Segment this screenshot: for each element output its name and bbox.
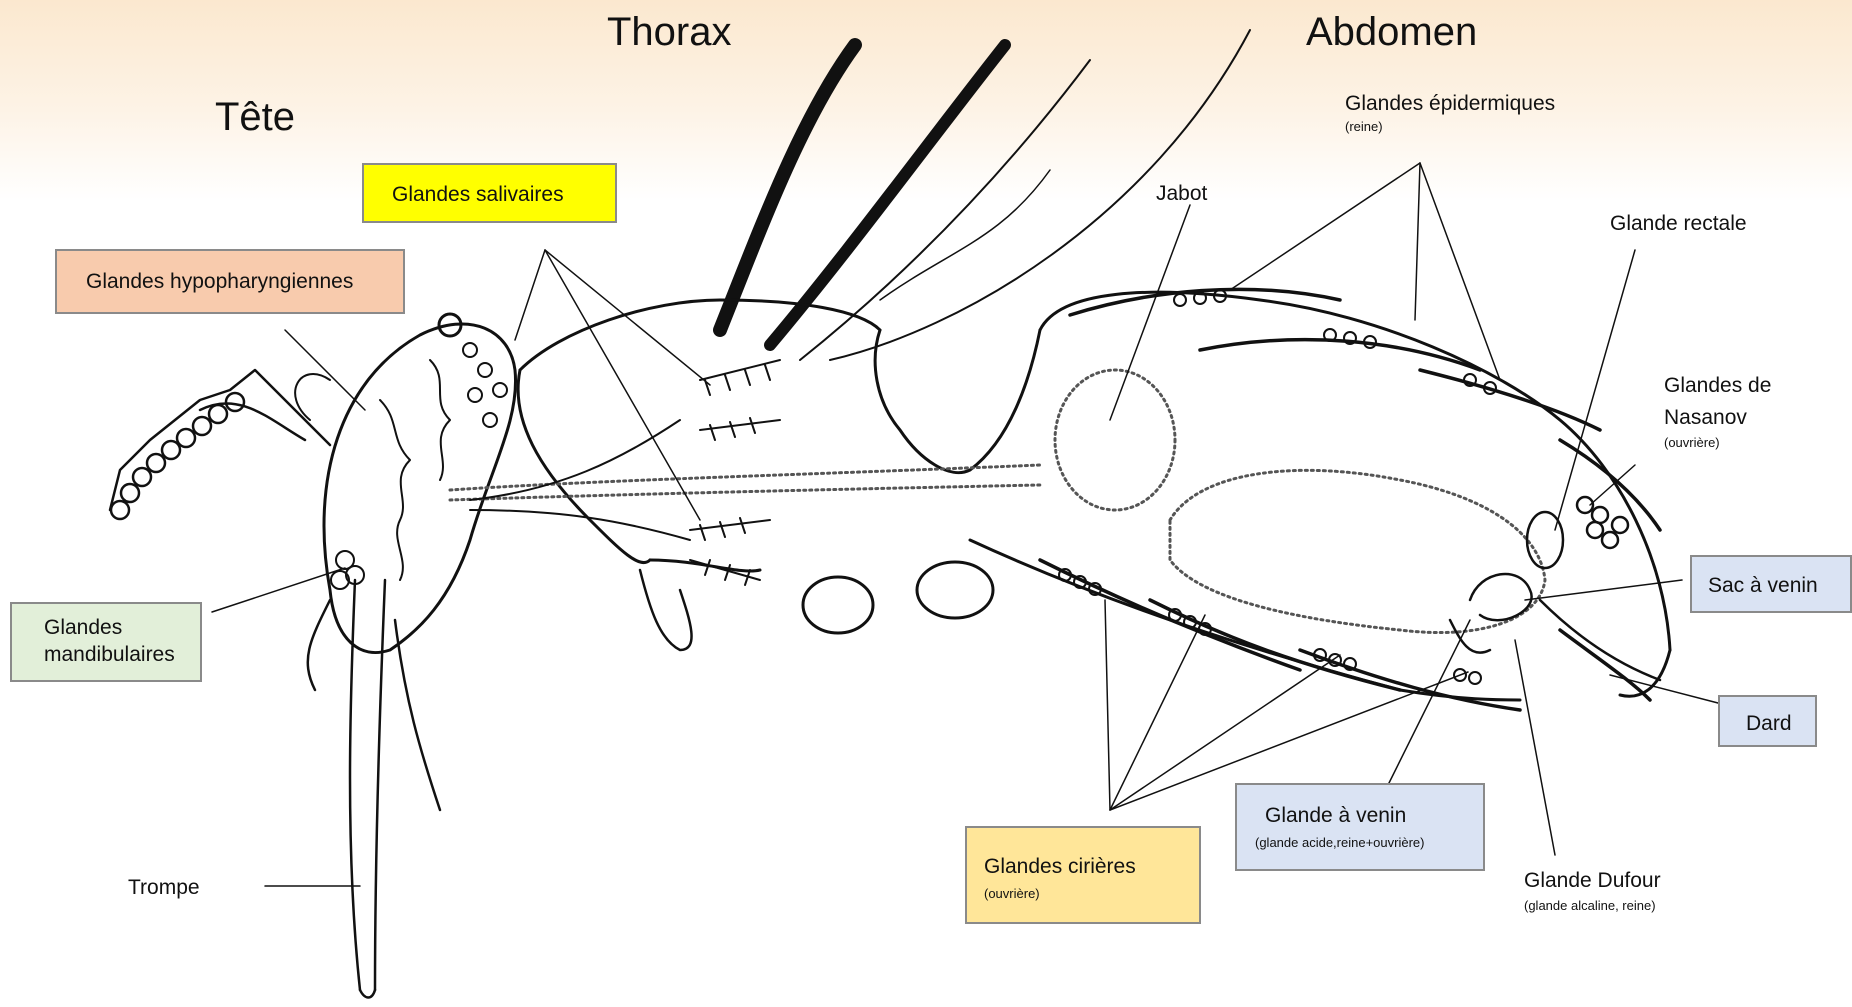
label-hypopharyngiennes: Glandes hypopharyngiennes: [86, 270, 353, 293]
digestive-tract: [450, 370, 1545, 633]
label-box-mandibulaires: Glandes mandibulaires: [10, 602, 202, 682]
label-box-hypopharyngiennes: Glandes hypopharyngiennes: [55, 249, 405, 314]
label-epidermiques: Glandes épidermiques: [1345, 92, 1555, 115]
label-jabot: Jabot: [1156, 181, 1207, 207]
proboscis: [308, 580, 440, 998]
label-rectale: Glande rectale: [1610, 211, 1747, 237]
label-dufour-group: Glande Dufour (glande alcaline, reine): [1524, 868, 1661, 915]
label-dard: Dard: [1746, 712, 1792, 735]
label-box-glande-venin: Glande à venin (glande acide,reine+ouvri…: [1235, 783, 1485, 871]
label-glande-venin-note: (glande acide,reine+ouvrière): [1255, 835, 1483, 852]
label-box-dard: Dard: [1718, 695, 1817, 747]
label-trompe: Trompe: [128, 875, 200, 901]
label-mandibulaires: Glandes mandibulaires: [44, 614, 194, 669]
venom-apparatus: [1450, 497, 1660, 680]
region-thorax: Thorax: [607, 10, 732, 55]
label-sac-venin: Sac à venin: [1708, 574, 1818, 597]
label-box-cirieres: Glandes cirières (ouvrière): [965, 826, 1201, 924]
label-box-sac-venin: Sac à venin: [1690, 555, 1852, 613]
label-epidermiques-note: (reine): [1345, 119, 1555, 135]
label-dufour: Glande Dufour: [1524, 869, 1661, 892]
label-nasanov-group: Glandes de Nasanov (ouvrière): [1664, 370, 1794, 453]
label-epidermiques-group: Glandes épidermiques (reine): [1345, 91, 1555, 136]
abdomen: [970, 289, 1670, 710]
head: [200, 314, 516, 653]
label-cirieres: Glandes cirières: [984, 855, 1136, 878]
region-abdomen: Abdomen: [1306, 10, 1477, 55]
leader-lines: [212, 163, 1718, 886]
region-tete: Tête: [215, 95, 295, 140]
antenna: [110, 370, 330, 519]
label-dufour-note: (glande alcaline, reine): [1524, 898, 1661, 914]
label-cirieres-note: (ouvrière): [984, 886, 1199, 903]
head-glands: [331, 343, 507, 589]
label-box-salivaires: Glandes salivaires: [362, 163, 617, 223]
label-nasanov: Glandes de Nasanov: [1664, 370, 1794, 433]
label-nasanov-note: (ouvrière): [1664, 433, 1794, 453]
label-glande-venin: Glande à venin: [1265, 804, 1406, 827]
label-salivaires: Glandes salivaires: [392, 183, 564, 206]
